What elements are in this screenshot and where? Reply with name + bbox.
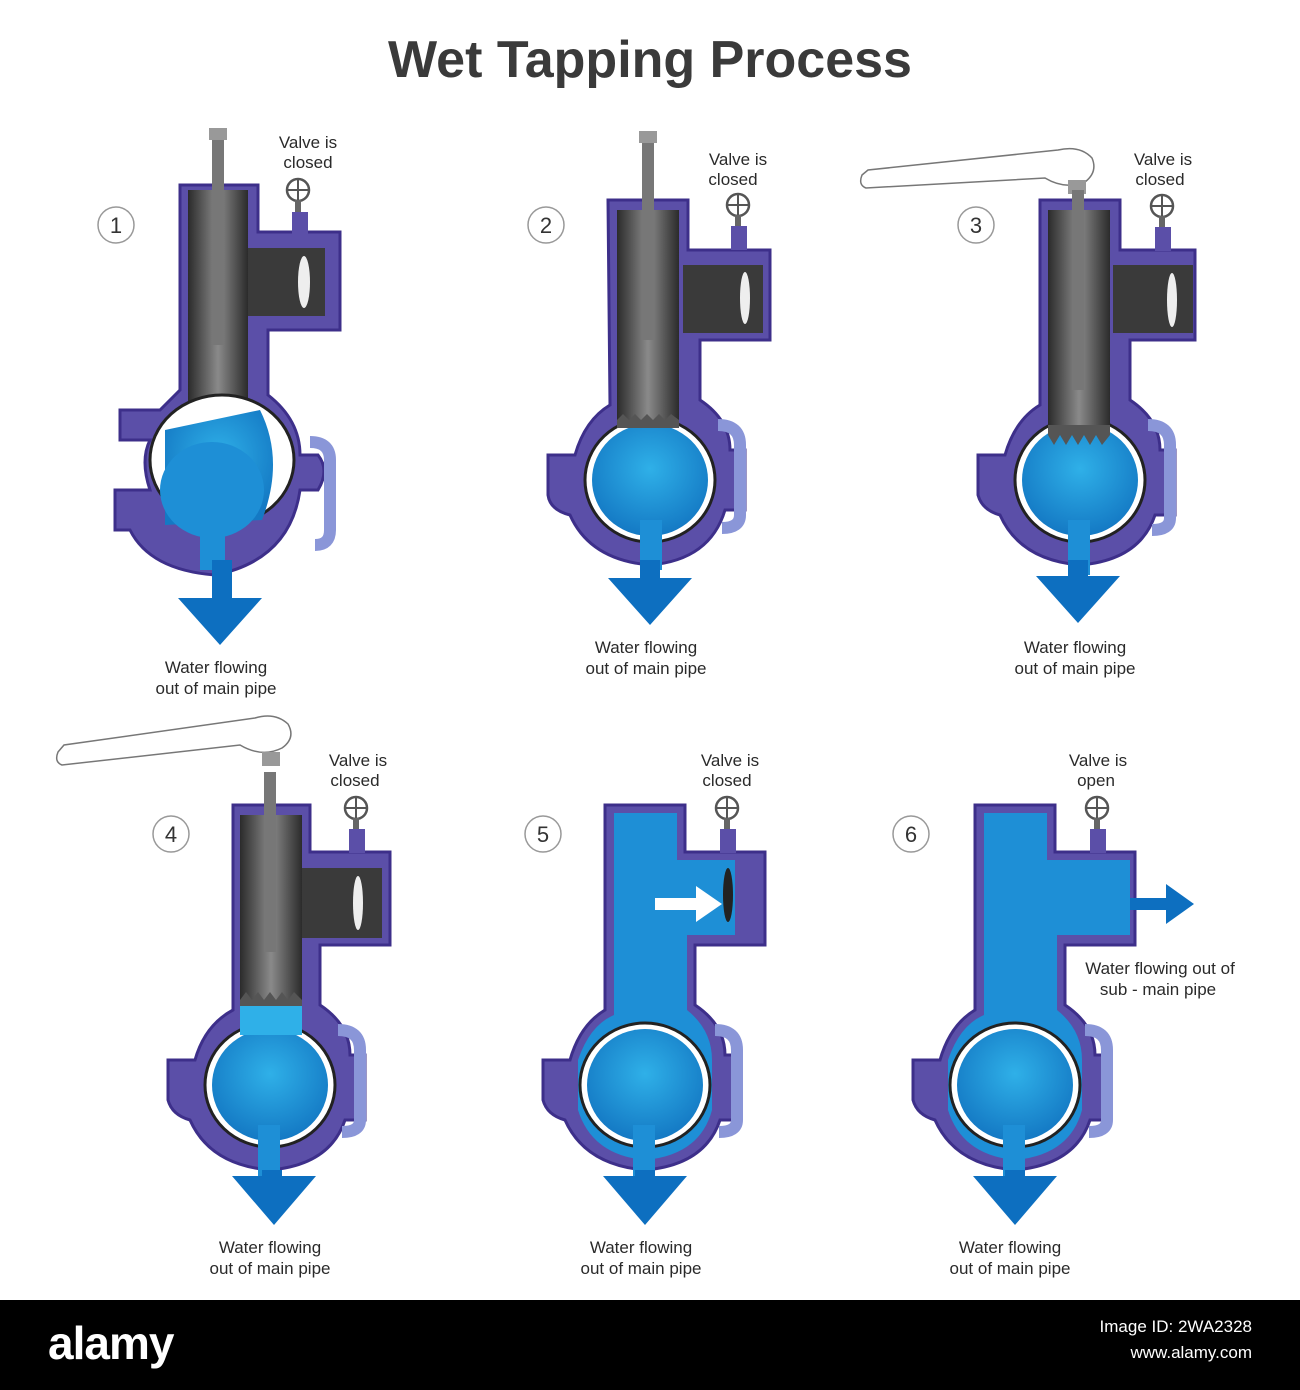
step-6: 6 Valve is open Water flowing out of sub… [892, 751, 1235, 1278]
step-4-flow-label-2: out of main pipe [210, 1259, 331, 1278]
step-4-cutter-tool [240, 772, 302, 1006]
step-2-cutter-tool [617, 131, 679, 428]
step-6-flow-label-2: out of main pipe [950, 1259, 1071, 1278]
page-title: Wet Tapping Process [388, 31, 912, 89]
footer-image-id: Image ID: 2WA2328 [1099, 1317, 1252, 1336]
step-1-flow-arrow [178, 560, 262, 645]
step-2-valve-label-1: Valve is [709, 150, 767, 169]
step-4-handwheel-icon [343, 795, 369, 853]
step-5-main-pipe [578, 1021, 712, 1180]
step-3: 3 Valve is clos [859, 147, 1197, 678]
step-1-number-badge: 1 [97, 206, 135, 244]
footer-image-info: Image ID: 2WA2328 www.alamy.com [1100, 1314, 1252, 1366]
step-5-valve-label-2: closed [702, 771, 751, 790]
step-3-handwheel-icon [1149, 193, 1175, 251]
step-4-valve-label-2: closed [330, 771, 379, 790]
step-6-valve-label-2: open [1077, 771, 1115, 790]
step-3-cutter-tool [1048, 190, 1110, 445]
step-2-flow-arrow [608, 560, 692, 625]
step-1-valve-label-1: Valve is [279, 133, 337, 152]
step-4-flow-arrow [232, 1170, 316, 1225]
step-5-number: 5 [537, 822, 549, 847]
step-6-flow-label-1: Water flowing [959, 1238, 1061, 1257]
wet-tapping-diagram: 1 Valve is [55, 128, 1235, 1278]
footer-bar: alamy Image ID: 2WA2328 www.alamy.com [0, 1300, 1300, 1390]
step-6-main-pipe [948, 1021, 1082, 1180]
step-1-handwheel-icon [285, 177, 311, 234]
step-3-ratchet-wrench-icon [859, 147, 1095, 194]
step-2-number-badge: 2 [527, 206, 565, 244]
step-4: 4 Valve is [55, 715, 392, 1278]
step-1-flow-label-2: out of main pipe [156, 679, 277, 698]
footer-logo: alamy [48, 1317, 174, 1369]
step-5: 5 Valve is closed Water flowing out of [524, 751, 767, 1278]
footer-site: www.alamy.com [1130, 1343, 1252, 1362]
step-3-valve-label-1: Valve is [1134, 150, 1192, 169]
step-4-ratchet-wrench-icon [55, 715, 292, 766]
step-4-number: 4 [165, 822, 177, 847]
step-6-number-badge: 6 [892, 815, 930, 853]
step-2-number: 2 [540, 213, 552, 238]
step-2-main-pipe [583, 416, 717, 570]
step-5-number-badge: 5 [524, 815, 562, 853]
step-1-cutter-tool [188, 128, 248, 418]
step-6-sub-pipe-label-2: sub - main pipe [1100, 980, 1216, 999]
step-4-number-badge: 4 [152, 815, 190, 853]
step-3-number: 3 [970, 213, 982, 238]
step-6-sub-pipe-arrow [1130, 884, 1194, 924]
step-6-handwheel-icon [1084, 795, 1110, 853]
step-2: 2 Valve is closed Water flow [527, 131, 772, 678]
step-2-flow-label-2: out of main pipe [586, 659, 707, 678]
step-6-sub-pipe-label-1: Water flowing out of [1085, 959, 1235, 978]
step-3-flow-label-1: Water flowing [1024, 638, 1126, 657]
step-3-flow-label-2: out of main pipe [1015, 659, 1136, 678]
step-5-flow-label-1: Water flowing [590, 1238, 692, 1257]
step-3-number-badge: 3 [957, 206, 995, 244]
step-6-flow-arrow [973, 1170, 1057, 1225]
step-4-flow-label-1: Water flowing [219, 1238, 321, 1257]
step-3-main-pipe [1013, 416, 1147, 575]
step-1-valve-label-2: closed [283, 153, 332, 172]
step-2-valve-label-2: closed [708, 170, 757, 189]
step-5-handwheel-icon [714, 795, 740, 853]
step-5-flow-arrow [603, 1170, 687, 1225]
step-1: 1 Valve is [97, 128, 342, 698]
step-4-valve-label-1: Valve is [329, 751, 387, 770]
step-1-flow-label-1: Water flowing [165, 658, 267, 677]
step-2-handwheel-icon [725, 192, 751, 250]
step-5-inner-arrow [655, 886, 722, 922]
step-5-valve-label-1: Valve is [701, 751, 759, 770]
step-3-valve-label-2: closed [1135, 170, 1184, 189]
step-2-flow-label-1: Water flowing [595, 638, 697, 657]
step-4-main-pipe [203, 1005, 337, 1180]
step-6-number: 6 [905, 822, 917, 847]
step-5-flow-label-2: out of main pipe [581, 1259, 702, 1278]
step-6-valve-label-1: Valve is [1069, 751, 1127, 770]
step-1-number: 1 [110, 213, 122, 238]
step-1-main-pipe [148, 393, 336, 570]
step-3-flow-arrow [1036, 560, 1120, 623]
